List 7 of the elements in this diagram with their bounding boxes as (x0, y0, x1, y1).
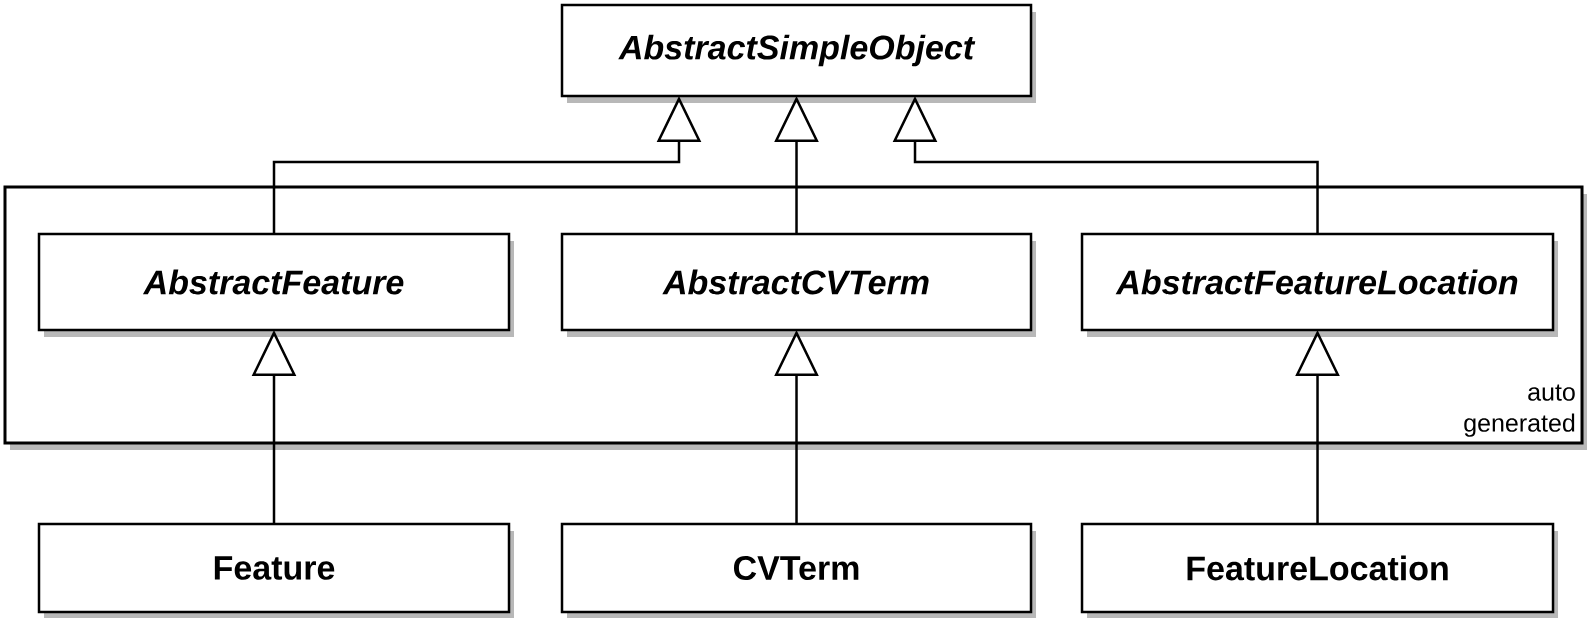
class-box: CVTerm (560, 522, 1036, 618)
class-box: AbstractFeature (37, 232, 514, 337)
class-box: Feature (37, 522, 514, 618)
class-box: AbstractCVTerm (560, 232, 1036, 337)
class-box: AbstractSimpleObject (560, 3, 1036, 103)
class-box: FeatureLocation (1080, 522, 1558, 618)
class-box: AbstractFeatureLocation (1080, 232, 1558, 337)
